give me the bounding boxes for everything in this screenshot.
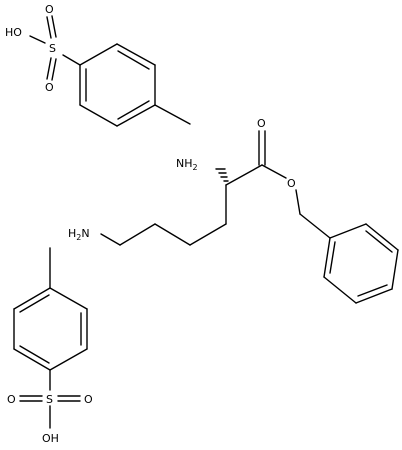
atom-label-o: O [45, 3, 54, 16]
ring-bond [79, 104, 118, 127]
stereo-hash-bond [215, 168, 229, 182]
top-tosylate: HO S O O [5, 3, 191, 127]
ring-double-bond [19, 294, 50, 313]
atom-label-nh2: NH2 [176, 157, 198, 172]
bottom-tosylate: S O O OH [7, 247, 93, 445]
lysine-benzyl-ester: NH2 O O H2N [68, 117, 399, 304]
ring-bond [13, 348, 51, 371]
ring-bond [49, 348, 88, 371]
ring-double-bond [117, 50, 150, 70]
ring-double-bond [365, 230, 393, 253]
chain-bond [154, 223, 191, 246]
ring-bond [391, 249, 399, 290]
methyl-bond [154, 104, 191, 125]
atom-label-o-ester: O [287, 177, 296, 190]
ring-bond [116, 104, 156, 127]
s-o-double-bond [51, 58, 57, 81]
ring-bond [79, 43, 118, 66]
atom-label-o: O [45, 81, 54, 94]
chain-bond [100, 233, 121, 246]
atom-label-h2n: H2N [68, 227, 90, 242]
ring-double-bond [117, 100, 150, 120]
atom-label-ho: HO [5, 26, 22, 39]
atom-label-s: S [46, 393, 53, 406]
atom-label-o: O [7, 393, 16, 406]
ring-double-bond [357, 284, 388, 297]
ring-bond [329, 223, 367, 239]
s-oh-bond [29, 35, 46, 44]
chain-bond [119, 223, 156, 246]
ring-double-bond [19, 345, 50, 364]
ring-bond [49, 287, 88, 310]
s-o-double-bond [46, 16, 52, 39]
ring-double-bond [329, 241, 336, 274]
ester-bond [261, 164, 287, 179]
chain-bond [189, 223, 227, 246]
atom-label-o: O [84, 393, 93, 406]
ester-ch2-bond [295, 189, 301, 215]
ring-bond [365, 223, 399, 251]
atom-label-s: S [49, 42, 56, 55]
ring-bond [323, 276, 357, 304]
s-o-double-bond [51, 15, 57, 38]
s-o-double-bond [46, 57, 52, 80]
ring-bond [13, 287, 51, 310]
s-ring-bond [62, 54, 81, 66]
atom-label-oh: OH [42, 432, 59, 445]
ring-bond [323, 237, 331, 278]
benzyl-bond [299, 213, 331, 239]
ring-bond [355, 288, 393, 304]
ring-bond [116, 43, 156, 66]
c-c-bond [225, 164, 263, 186]
atom-label-o-carbonyl: O [257, 117, 266, 130]
